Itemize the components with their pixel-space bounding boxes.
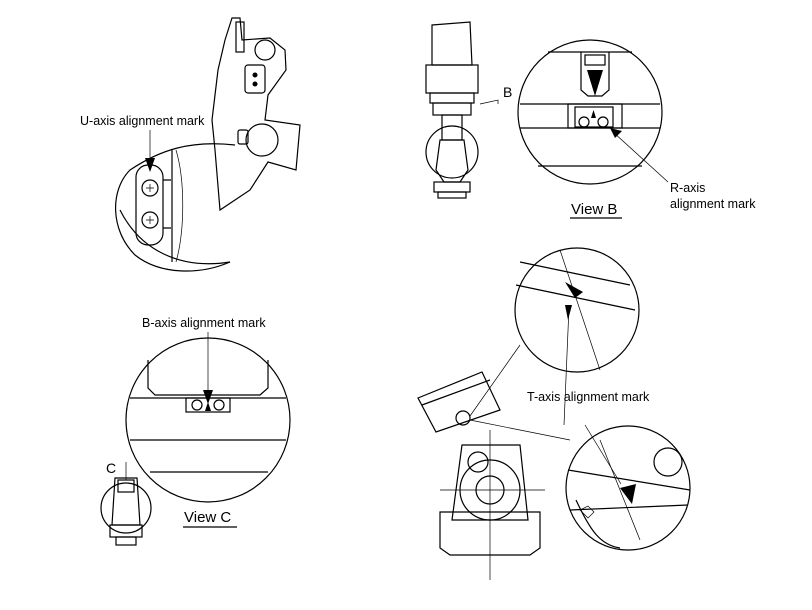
view-b-arrow-label: B xyxy=(503,84,512,100)
view-b-caption: View B xyxy=(571,201,617,218)
wrist-drawing-c xyxy=(100,462,152,546)
t-axis-label: T-axis alignment mark xyxy=(527,390,650,404)
r-axis-label-line2: alignment mark xyxy=(670,197,756,211)
view-c-caption: View C xyxy=(184,509,231,526)
view-c-arrow-label: C xyxy=(106,460,116,476)
t-axis-upper-detail-circle xyxy=(514,247,640,373)
wrist-drawing-b xyxy=(425,21,499,199)
u-axis-label: U-axis alignment mark xyxy=(80,114,205,128)
view-c-detail-circle xyxy=(125,337,291,503)
wrist-drawing-t xyxy=(417,344,571,580)
b-axis-label: B-axis alignment mark xyxy=(142,316,266,330)
t-axis-lower-detail-circle xyxy=(565,425,691,551)
u-axis-detail-circle xyxy=(114,143,236,272)
u-axis-arm-drawing xyxy=(211,17,301,212)
r-axis-label-line1: R-axis xyxy=(670,181,705,195)
view-b-detail-circle xyxy=(517,39,663,185)
